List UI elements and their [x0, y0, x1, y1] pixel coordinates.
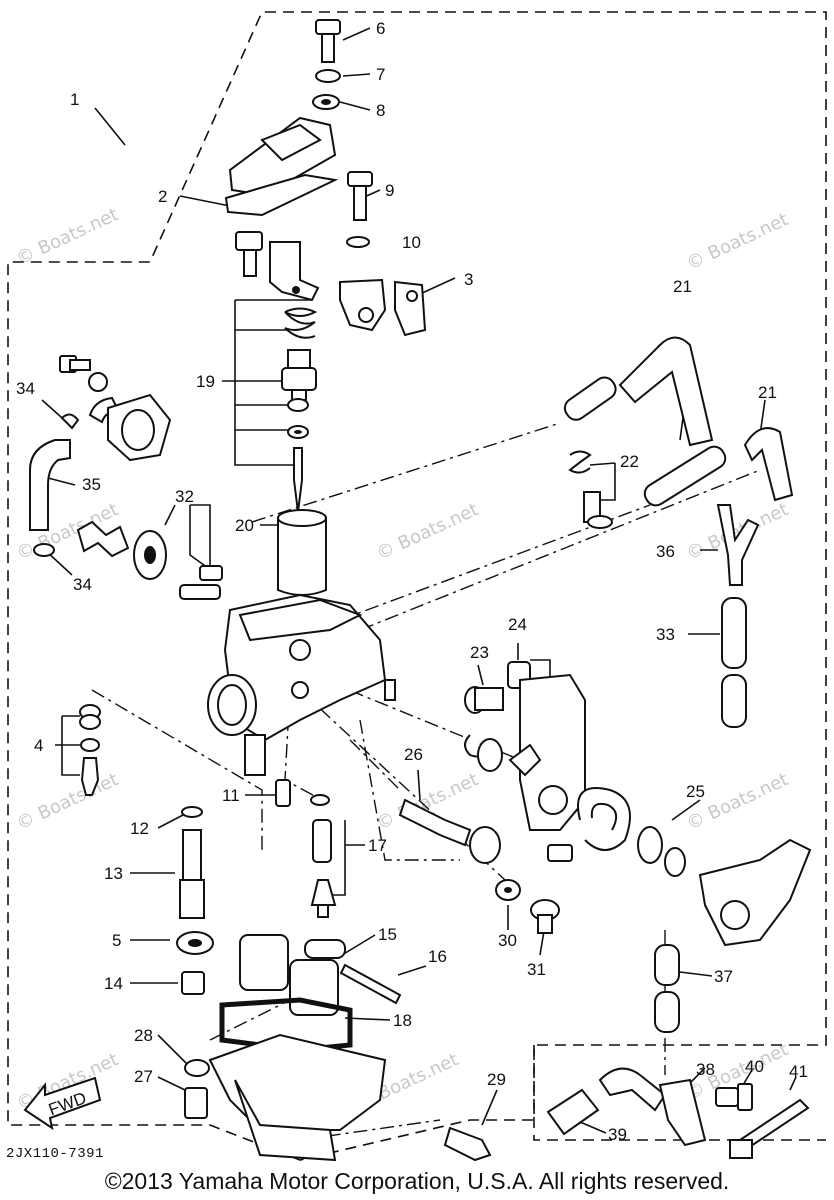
part-label-35: 35 [82, 475, 101, 494]
fwd-arrow-icon [23, 1076, 102, 1131]
part-label-13: 13 [104, 864, 123, 883]
part-label-4: 4 [34, 736, 43, 755]
part-label-14: 14 [104, 974, 123, 993]
part-label-34b: 34 [73, 575, 92, 594]
assembly-boundary [7, 11, 827, 1161]
part-label-40: 40 [745, 1057, 764, 1076]
parts [23, 19, 812, 1162]
part-label-36: 36 [656, 542, 675, 561]
leader-lines [41, 27, 797, 1134]
part-label-28: 28 [134, 1026, 153, 1045]
part-label-10: 10 [402, 233, 421, 252]
part-label-6: 6 [376, 19, 385, 38]
copyright-notice: ©2013 Yamaha Motor Corporation, U.S.A. A… [104, 1168, 730, 1194]
part-label-22: 22 [620, 452, 639, 471]
part-label-20: 20 [235, 516, 254, 535]
part-label-27: 27 [134, 1067, 153, 1086]
watermark: © Boats.net [683, 209, 791, 274]
part-label-19: 19 [196, 372, 215, 391]
part-label-23: 23 [470, 643, 489, 662]
watermark: © Boats.net [13, 769, 121, 834]
part-label-11: 11 [222, 786, 240, 805]
part-label-16: 16 [428, 947, 447, 966]
part-label-39: 39 [608, 1125, 627, 1144]
part-label-8: 8 [376, 101, 385, 120]
part-label-21b: 21 [758, 383, 777, 402]
part-label-38: 38 [696, 1060, 715, 1079]
part-label-12: 12 [130, 819, 149, 838]
drawing-code: 2JX110-7391 [6, 1146, 104, 1162]
part-label-2: 2 [158, 187, 167, 206]
part-label-17: 17 [368, 836, 387, 855]
part-label-41: 41 [789, 1062, 808, 1081]
kit-boundary [533, 1045, 826, 1141]
part-label-9: 9 [385, 181, 394, 200]
part-label-25: 25 [686, 782, 705, 801]
part-label-30: 30 [498, 931, 517, 950]
part-label-24: 24 [508, 615, 527, 634]
watermark: © Boats.net [373, 499, 481, 564]
part-label-33: 33 [656, 625, 675, 644]
part-label-29: 29 [487, 1070, 506, 1089]
part-label-15: 15 [378, 925, 397, 944]
part-label-7: 7 [376, 65, 385, 84]
part-label-18: 18 [393, 1011, 412, 1030]
part-label-21a: 21 [673, 277, 692, 296]
part-label-1: 1 [70, 90, 79, 109]
part-label-34a: 34 [16, 379, 35, 398]
watermark: © Boats.net [683, 769, 791, 834]
part-labels: 1 2 3 4 5 6 7 8 9 10 11 12 13 14 15 16 1… [16, 19, 808, 1144]
part-label-31: 31 [527, 960, 546, 979]
part-label-32: 32 [175, 487, 194, 506]
watermark: © Boats.net [13, 204, 121, 269]
part-label-37: 37 [714, 967, 733, 986]
part-label-5: 5 [112, 931, 121, 950]
part-label-26: 26 [404, 745, 423, 764]
part-label-3: 3 [464, 270, 473, 289]
